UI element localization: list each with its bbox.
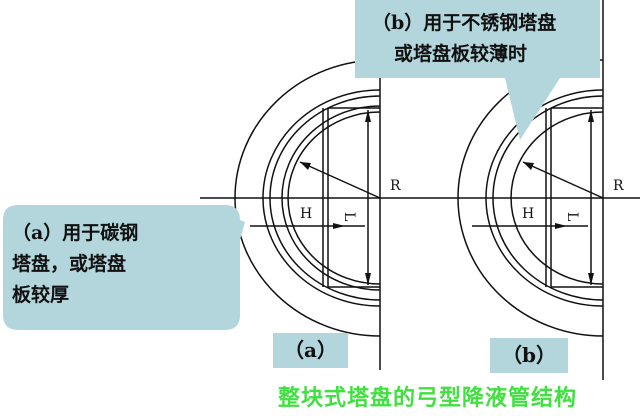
figure-title: 整块式塔盘的弓型降液管结构: [278, 385, 578, 411]
dim-r-b: R: [613, 178, 624, 194]
label-a: （a）: [273, 333, 348, 368]
callout-a-shape: [3, 205, 245, 330]
dim-r-a: R: [390, 178, 401, 194]
dim-h-a: H: [300, 206, 312, 222]
callout-b: （b）用于不锈钢塔盘 或塔盘板较薄时: [372, 8, 556, 70]
dim-l-b: L: [564, 212, 580, 221]
callout-a: （a）用于碳钢 塔盘，或塔盘 板较厚: [12, 218, 138, 311]
callout-a-line: （a）用于碳钢: [12, 222, 139, 244]
dim-h-b: H: [522, 206, 534, 222]
callout-b-line: 或塔盘板较薄时: [394, 43, 528, 65]
callout-b-line: （b）用于不锈钢塔盘: [372, 12, 557, 34]
callout-a-line: 板较厚: [12, 284, 70, 306]
dim-l-a: L: [341, 212, 357, 221]
callout-a-line: 塔盘，或塔盘: [12, 253, 127, 275]
label-b: （b）: [490, 338, 568, 373]
callout-b-shape: [355, 0, 600, 140]
downcomer-b: [457, 0, 604, 380]
